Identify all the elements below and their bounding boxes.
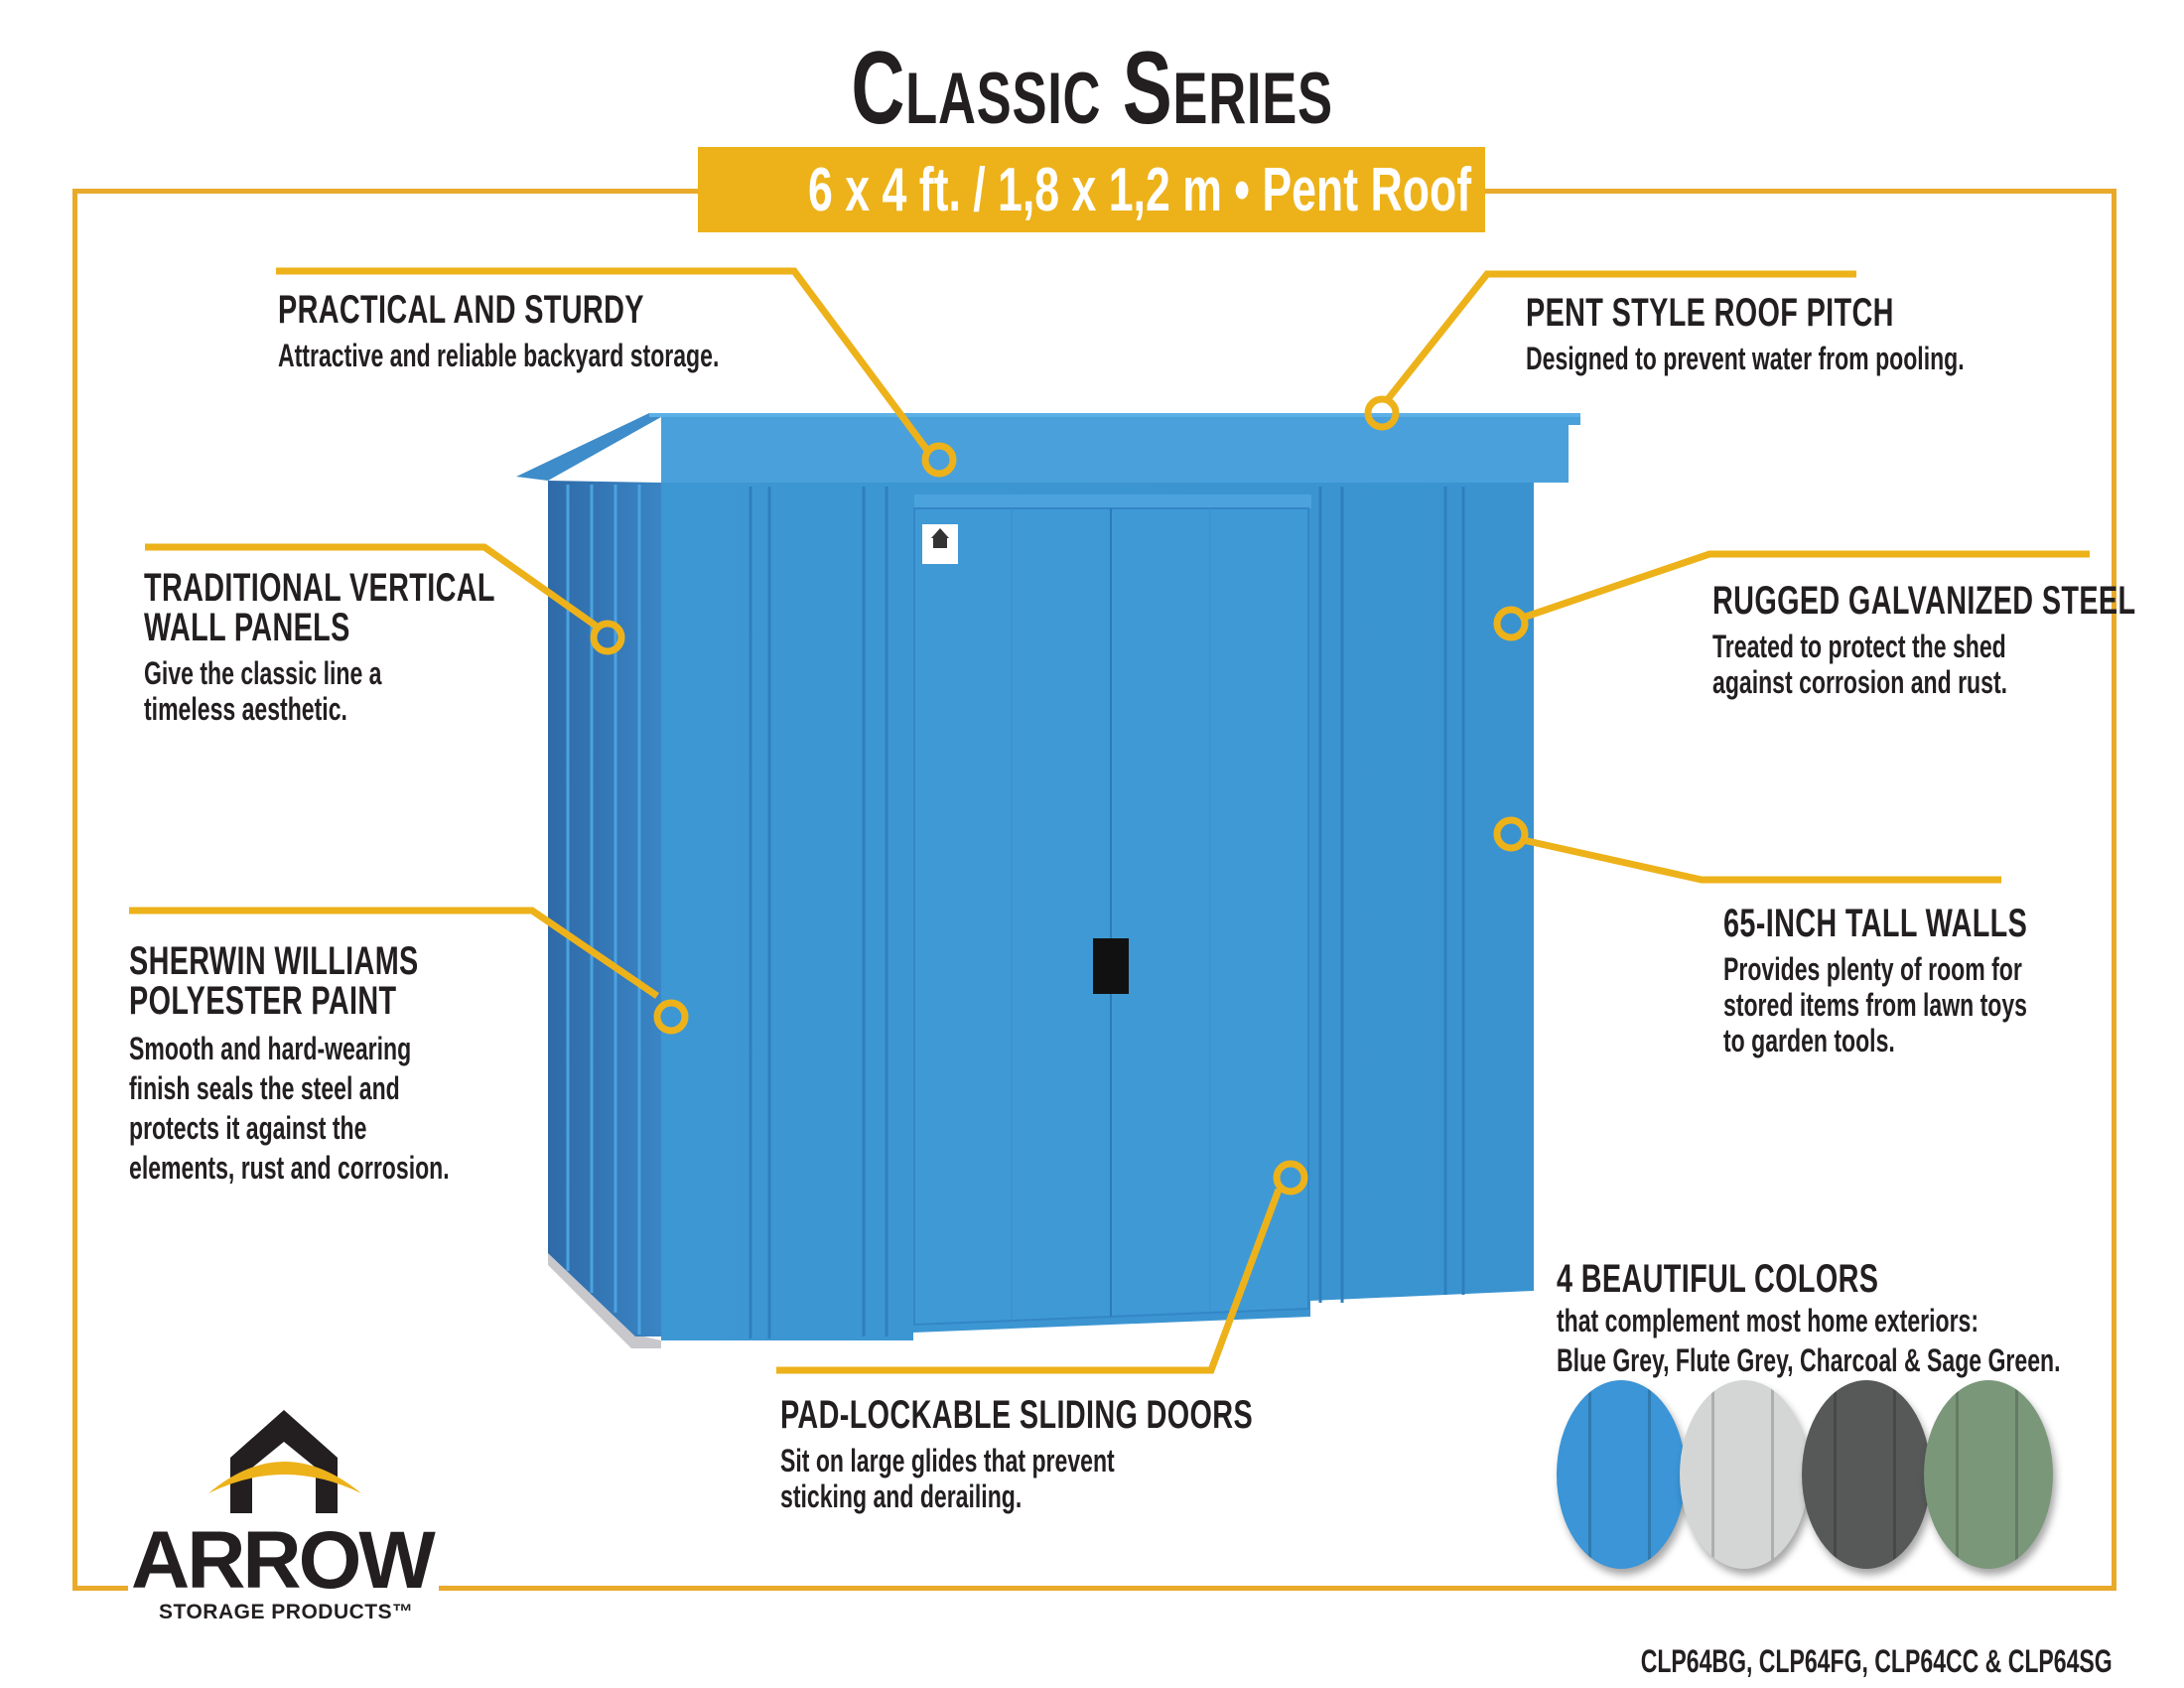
marker-pent-roof [1364,395,1400,431]
callout-doors: PAD-LOCKABLE SLIDING DOORS Sit on large … [780,1393,1254,1514]
leader-pent-roof [1385,270,1856,402]
arrow-logo-mark [208,1410,361,1513]
swatch-sage-green [1924,1380,2053,1569]
leader-practical [276,267,932,456]
swatch-flute-grey [1680,1380,1809,1569]
marker-tall-walls [1493,816,1529,852]
page-title: Classic Series [851,31,1333,146]
callout-pent-roof: PENT STYLE ROOF PITCH Designed to preven… [1526,291,1965,376]
callout-paint: SHERWIN WILLIAMS POLYESTER PAINT Smooth … [129,939,450,1186]
leader-doors [776,1188,1283,1374]
callout-galvanized: RUGGED GALVANIZED STEEL Treated to prote… [1712,579,2136,700]
marker-vertical-panels [590,620,625,655]
pad-lock-latch [1093,938,1129,994]
callout-markers [590,395,1529,1196]
door-header [914,494,1311,508]
swatch-blue-grey [1557,1380,1686,1569]
marker-practical [921,442,957,478]
callout-tall-walls: 65-INCH TALL WALLS Provides plenty of ro… [1723,902,2028,1058]
roof-fascia [649,413,1580,483]
swatch-charcoal [1802,1380,1931,1569]
leader-tall-walls [1522,836,1715,884]
arrow-logo-tagline: STORAGE PRODUCTS™ [159,1601,414,1623]
callout-lines [129,267,2090,1374]
size-banner-text: 6 x 4 ft. / 1,8 x 1,2 m • Pent Roof [808,156,1472,224]
frame-top-right [1485,189,2116,194]
leader-vertical-panels [145,543,599,629]
model-numbers: CLP64BG, CLP64FG, CLP64CC & CLP64SG [1641,1643,2113,1679]
frame-left [72,189,77,1591]
roof-side [516,413,661,481]
colors-section: 4 BEAUTIFUL COLORS that complement most … [1557,1257,2061,1378]
arrow-logo-wordmark: ARROW [131,1515,436,1606]
callout-vertical-panels: TRADITIONAL VERTICAL WALL PANELS Give th… [144,566,495,727]
marker-doors [1273,1160,1308,1196]
marker-galvanized [1493,606,1529,641]
leader-paint [129,907,659,999]
callout-practical: PRACTICAL AND STURDY Attractive and reli… [278,288,720,373]
side-wall [548,481,661,1336]
frame-top-left [72,189,698,194]
size-banner: 6 x 4 ft. / 1,8 x 1,2 m • Pent Roof [698,147,1485,232]
frame-right [2112,189,2116,1591]
side-wall-ribs [566,485,641,1335]
leader-galvanized [1521,550,2090,622]
front-wall-ribs [749,487,1465,1338]
marker-paint [653,999,689,1035]
frame-bottom-left [72,1586,128,1591]
frame-bottom-right [439,1586,2116,1591]
